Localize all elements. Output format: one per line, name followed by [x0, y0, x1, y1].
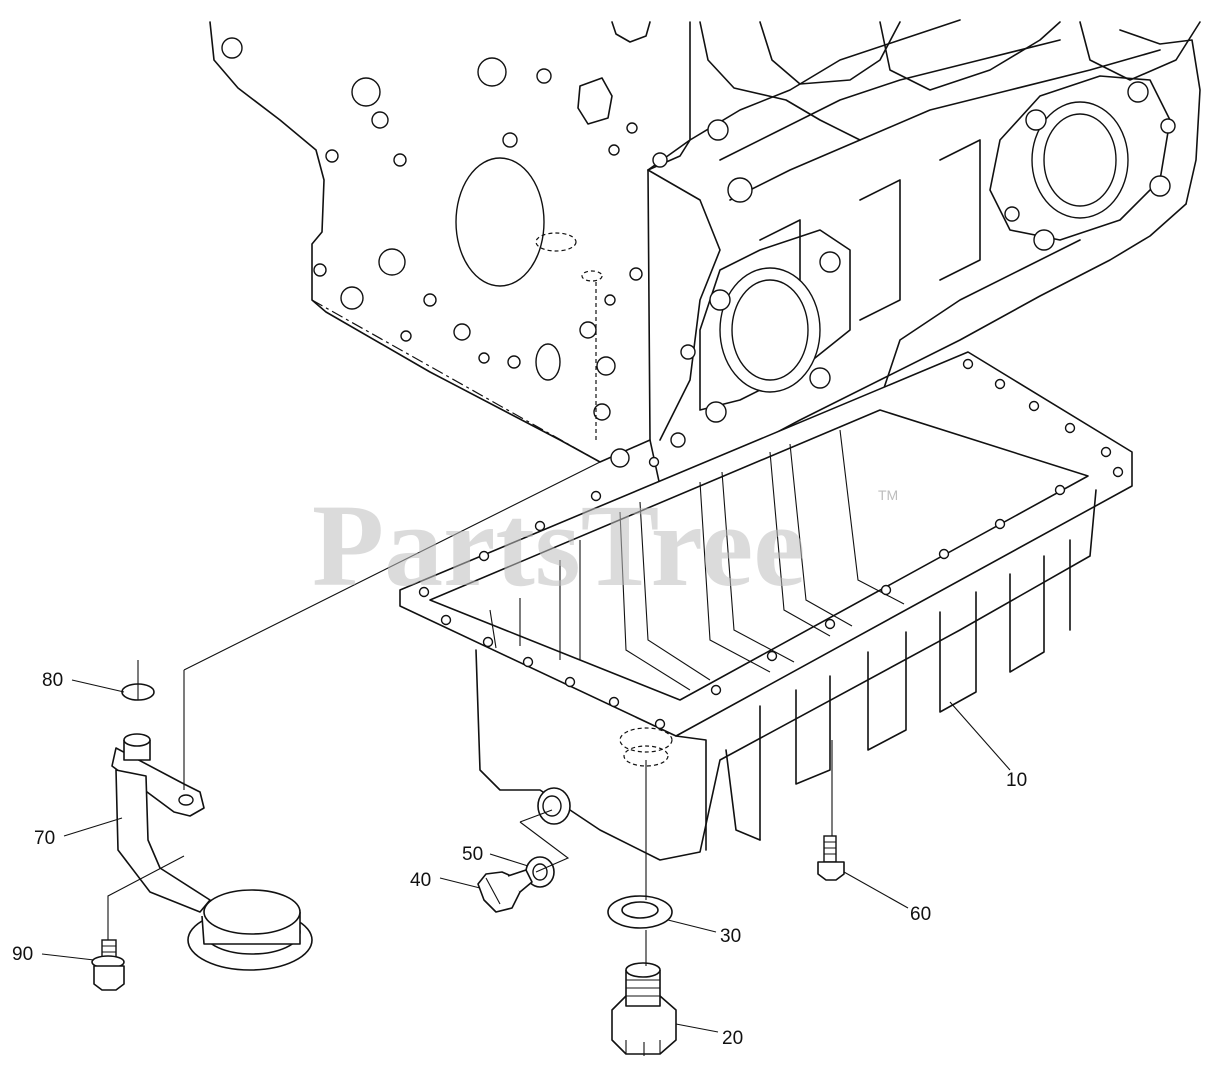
- side-plug[interactable]: [477, 869, 533, 913]
- oil-strainer-pipe[interactable]: [111, 733, 313, 971]
- alignment-lines: [107, 461, 833, 966]
- callout-40[interactable]: 40: [410, 870, 431, 891]
- strainer-bolt[interactable]: [91, 939, 125, 991]
- side-plug-washer[interactable]: [525, 856, 555, 888]
- callout-50[interactable]: 50: [462, 844, 483, 865]
- callout-10[interactable]: 10: [1006, 770, 1027, 791]
- callout-20[interactable]: 20: [722, 1028, 743, 1049]
- oil-pan[interactable]: [399, 351, 1133, 861]
- watermark-trademark: TM: [878, 487, 898, 503]
- callout-30[interactable]: 30: [720, 926, 741, 947]
- callout-60[interactable]: 60: [910, 904, 931, 925]
- leader-lines: [41, 679, 1011, 1033]
- pan-bolt[interactable]: [817, 835, 845, 881]
- partstree-watermark: PartsTree TM: [312, 480, 898, 611]
- engine-block: [209, 19, 1201, 487]
- callout-80[interactable]: 80: [42, 670, 63, 691]
- callout-90[interactable]: 90: [12, 944, 33, 965]
- callout-labels: 10 20 30 40 50 60 70 80 90: [12, 670, 1027, 1049]
- drain-gasket[interactable]: [607, 895, 673, 929]
- callout-70[interactable]: 70: [34, 828, 55, 849]
- pan-flange-holes: [418, 358, 1124, 730]
- watermark-text: PartsTree: [312, 480, 806, 611]
- drain-plug[interactable]: [611, 962, 677, 1056]
